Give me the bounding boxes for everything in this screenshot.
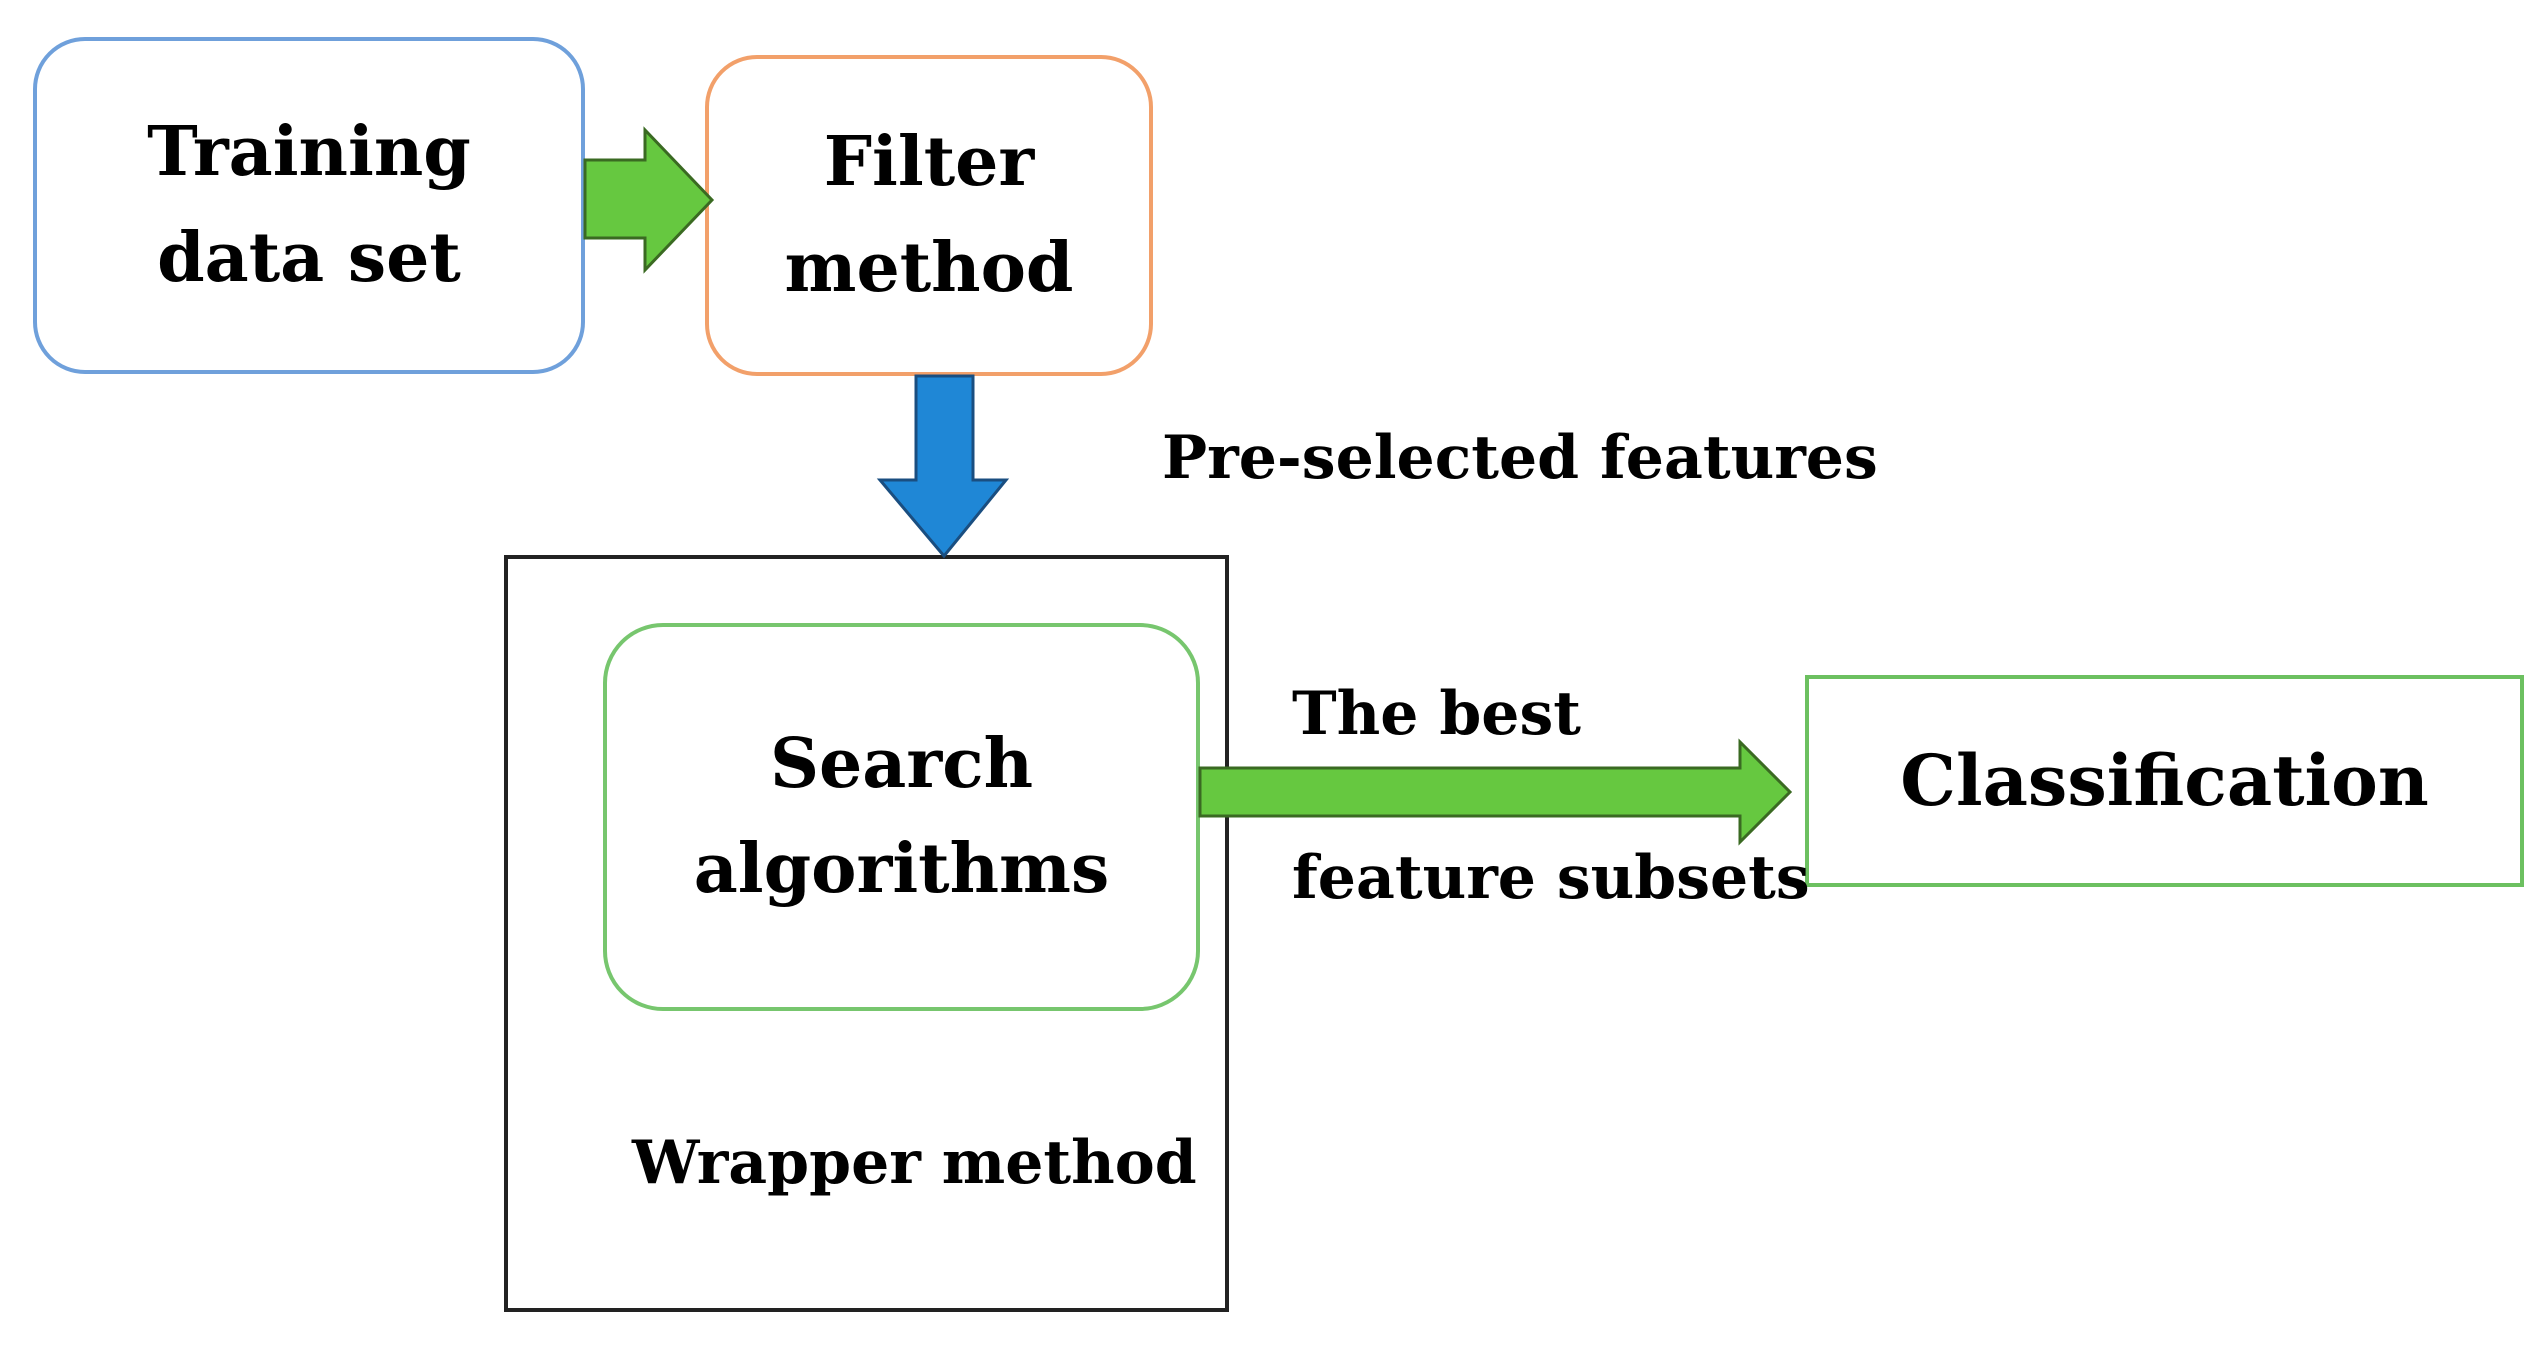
classification-label: Classification: [1900, 738, 2429, 822]
arrow-search-to-classification: [1198, 738, 1793, 846]
wrapper-method-label: Wrapper method: [632, 1128, 1197, 1198]
best-feature-subsets-label-line2: feature subsets: [1292, 843, 1810, 913]
filter-method-label: Filter method: [784, 122, 1074, 308]
arrow-training-to-filter: [583, 126, 715, 274]
search-algorithms-label: Search algorithms: [693, 723, 1110, 909]
wrapper-method-box: [504, 555, 1229, 1312]
best-feature-subsets-label-line1: The best: [1292, 679, 1581, 749]
training-data-set-box: Training data set: [33, 37, 585, 374]
classification-box: Classification: [1805, 675, 2524, 887]
preselected-features-label: Pre-selected features: [1162, 423, 1878, 493]
search-algorithms-box: Search algorithms: [603, 623, 1200, 1011]
training-data-set-label: Training data set: [147, 112, 471, 298]
filter-method-box: Filter method: [705, 55, 1153, 376]
arrow-filter-to-wrapper: [876, 374, 1010, 559]
